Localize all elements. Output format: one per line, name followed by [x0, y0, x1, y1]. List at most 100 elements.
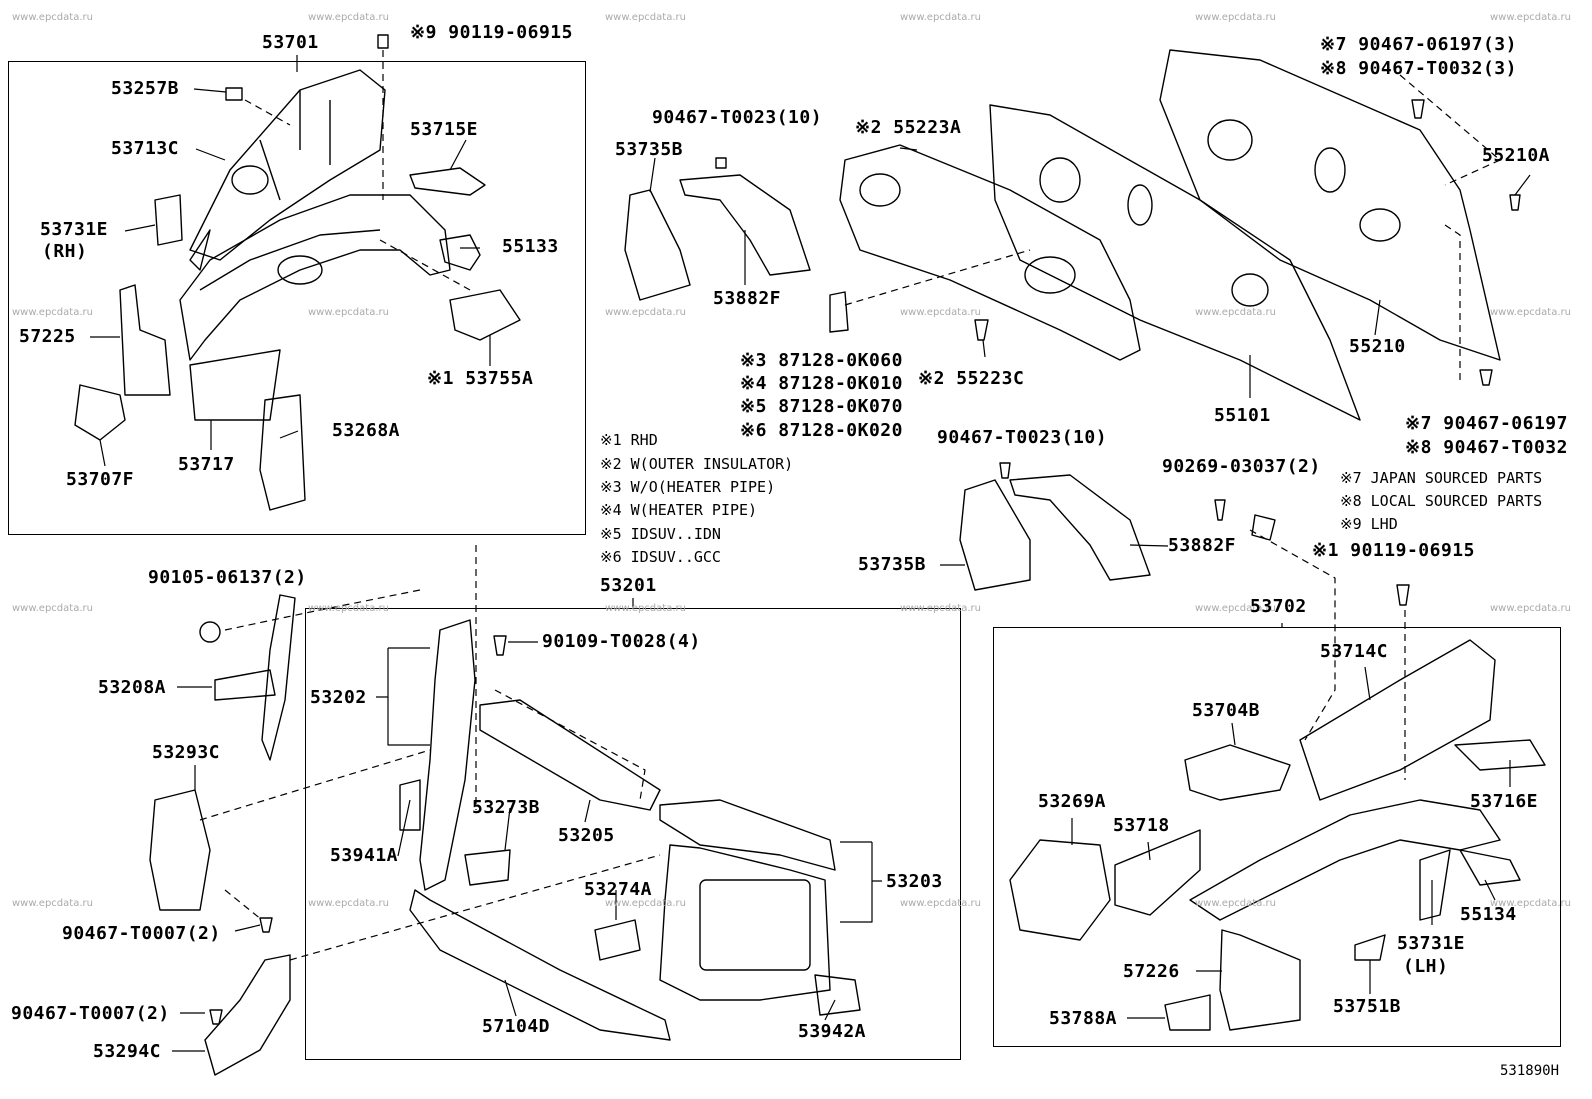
part-label-clip-03037[interactable]: 90269-03037(2) — [1162, 456, 1321, 477]
dash-panels-drawing — [624, 49, 1501, 591]
part-label-bolt-rhd[interactable]: ※1 90119-06915 — [1312, 540, 1475, 561]
footnote-8: ※8 LOCAL SOURCED PARTS — [1340, 492, 1543, 510]
part-label-53293c[interactable]: 53293C — [152, 742, 221, 763]
watermark: www.epcdata.ru — [900, 898, 981, 909]
part-label-53208a[interactable]: 53208A — [98, 677, 167, 698]
footnote-4: ※4 W(HEATER PIPE) — [600, 501, 758, 519]
part-label-53269a[interactable]: 53269A — [1038, 791, 1107, 812]
part-label-53735b-b[interactable]: 53735B — [858, 554, 927, 575]
frame-53701 — [8, 61, 586, 535]
watermark: www.epcdata.ru — [1195, 898, 1276, 909]
part-label-53257b[interactable]: 53257B — [111, 78, 180, 99]
part-label-plug-k020[interactable]: ※6 87128-0K020 — [740, 420, 903, 441]
part-label-53704b[interactable]: 53704B — [1192, 700, 1261, 721]
watermark: www.epcdata.ru — [1490, 12, 1571, 23]
watermark: www.epcdata.ru — [900, 603, 981, 614]
watermark: www.epcdata.ru — [308, 307, 389, 318]
part-label-53203[interactable]: 53203 — [886, 871, 943, 892]
part-label-57104d[interactable]: 57104D — [482, 1016, 551, 1037]
footnote-5: ※5 IDSUV..IDN — [600, 525, 721, 543]
part-label-bolt-lhd[interactable]: ※9 90119-06915 — [410, 22, 573, 43]
part-label-bolt-t0028[interactable]: 90109-T0028(4) — [542, 631, 701, 652]
watermark: www.epcdata.ru — [1490, 307, 1571, 318]
part-label-53274a[interactable]: 53274A — [584, 879, 653, 900]
part-label-plug-k060[interactable]: ※3 87128-0K060 — [740, 350, 903, 371]
part-label-53202[interactable]: 53202 — [310, 687, 367, 708]
watermark: www.epcdata.ru — [1195, 603, 1276, 614]
watermark: www.epcdata.ru — [1195, 12, 1276, 23]
part-label-53735b-a[interactable]: 53735B — [615, 139, 684, 160]
watermark: www.epcdata.ru — [605, 898, 686, 909]
part-label-53731e-rh[interactable]: 53731E — [40, 219, 109, 240]
part-label-53788a[interactable]: 53788A — [1049, 1008, 1118, 1029]
part-label-53882f-a[interactable]: 53882F — [713, 288, 782, 309]
part-label-57226[interactable]: 57226 — [1123, 961, 1180, 982]
part-label-53702[interactable]: 53702 — [1250, 596, 1307, 617]
part-label-53755a[interactable]: ※1 53755A — [427, 368, 534, 389]
part-label-clip-t0023-a[interactable]: 90467-T0023(10) — [652, 107, 823, 128]
part-label-55210a[interactable]: 55210A — [1482, 145, 1551, 166]
part-label-clip-06197-3[interactable]: ※7 90467-06197(3) — [1320, 34, 1517, 55]
part-label-clip-t0023-b[interactable]: 90467-T0023(10) — [937, 427, 1108, 448]
part-label-55210[interactable]: 55210 — [1349, 336, 1406, 357]
footnote-2: ※2 W(OUTER INSULATOR) — [600, 455, 794, 473]
part-label-53205[interactable]: 53205 — [558, 825, 615, 846]
footnote-1: ※1 RHD — [600, 431, 658, 449]
fender-apron-rh-drawing — [74, 69, 521, 511]
part-label-53718[interactable]: 53718 — [1113, 815, 1170, 836]
dashed-assembly-lines — [199, 50, 1501, 961]
watermark: www.epcdata.ru — [12, 603, 93, 614]
part-label-53201[interactable]: 53201 — [600, 575, 657, 596]
watermark: www.epcdata.ru — [1490, 898, 1571, 909]
fender-apron-lh-drawing — [1009, 639, 1546, 1031]
part-label-53713c[interactable]: 53713C — [111, 138, 180, 159]
part-label-53717[interactable]: 53717 — [178, 454, 235, 475]
part-label-55134[interactable]: 55134 — [1460, 904, 1517, 925]
diagram-id: 531890H — [1500, 1063, 1560, 1079]
watermark: www.epcdata.ru — [900, 307, 981, 318]
watermark: www.epcdata.ru — [12, 307, 93, 318]
part-label-55223c[interactable]: ※2 55223C — [918, 368, 1025, 389]
part-label-clip-06197[interactable]: ※7 90467-06197 — [1405, 413, 1568, 434]
part-label-53268a[interactable]: 53268A — [332, 420, 401, 441]
part-label-clip-t0007-a[interactable]: 90467-T0007(2) — [62, 923, 221, 944]
watermark: www.epcdata.ru — [605, 12, 686, 23]
part-label-55101[interactable]: 55101 — [1214, 405, 1271, 426]
watermark: www.epcdata.ru — [308, 898, 389, 909]
part-label-55133[interactable]: 55133 — [502, 236, 559, 257]
leader-lines — [90, 55, 1531, 1052]
part-label-53941a[interactable]: 53941A — [330, 845, 399, 866]
watermark: www.epcdata.ru — [605, 307, 686, 318]
part-label-57225[interactable]: 57225 — [19, 326, 76, 347]
part-label-bolt-06137[interactable]: 90105-06137(2) — [148, 567, 307, 588]
watermark: www.epcdata.ru — [12, 898, 93, 909]
part-label-lh: (LH) — [1403, 956, 1449, 977]
part-label-53882f-b[interactable]: 53882F — [1168, 535, 1237, 556]
footnote-9: ※9 LHD — [1340, 515, 1398, 533]
part-label-53294c[interactable]: 53294C — [93, 1041, 162, 1062]
part-label-55223a[interactable]: ※2 55223A — [855, 117, 962, 138]
fasteners-drawing — [209, 34, 1521, 1025]
footnote-6: ※6 IDSUV..GCC — [600, 548, 721, 566]
watermark: www.epcdata.ru — [605, 603, 686, 614]
part-label-plug-k010[interactable]: ※4 87128-0K010 — [740, 373, 903, 394]
part-label-53942a[interactable]: 53942A — [798, 1021, 867, 1042]
part-label-53707f[interactable]: 53707F — [66, 469, 135, 490]
part-label-clip-t0007-b[interactable]: 90467-T0007(2) — [11, 1003, 170, 1024]
frame-53702 — [993, 627, 1561, 1047]
part-label-53715e[interactable]: 53715E — [410, 119, 479, 140]
part-label-53714c[interactable]: 53714C — [1320, 641, 1389, 662]
part-label-clip-t0032-3[interactable]: ※8 90467-T0032(3) — [1320, 58, 1517, 79]
watermark: www.epcdata.ru — [1195, 307, 1276, 318]
part-label-rh: (RH) — [42, 241, 88, 262]
part-label-clip-t0032[interactable]: ※8 90467-T0032 — [1405, 437, 1568, 458]
part-label-53273b[interactable]: 53273B — [472, 797, 541, 818]
watermark: www.epcdata.ru — [1490, 603, 1571, 614]
part-label-53731e-lh[interactable]: 53731E — [1397, 933, 1466, 954]
part-label-53716e[interactable]: 53716E — [1470, 791, 1539, 812]
part-label-53701[interactable]: 53701 — [262, 32, 319, 53]
part-label-plug-k070[interactable]: ※5 87128-0K070 — [740, 396, 903, 417]
part-label-53751b[interactable]: 53751B — [1333, 996, 1402, 1017]
